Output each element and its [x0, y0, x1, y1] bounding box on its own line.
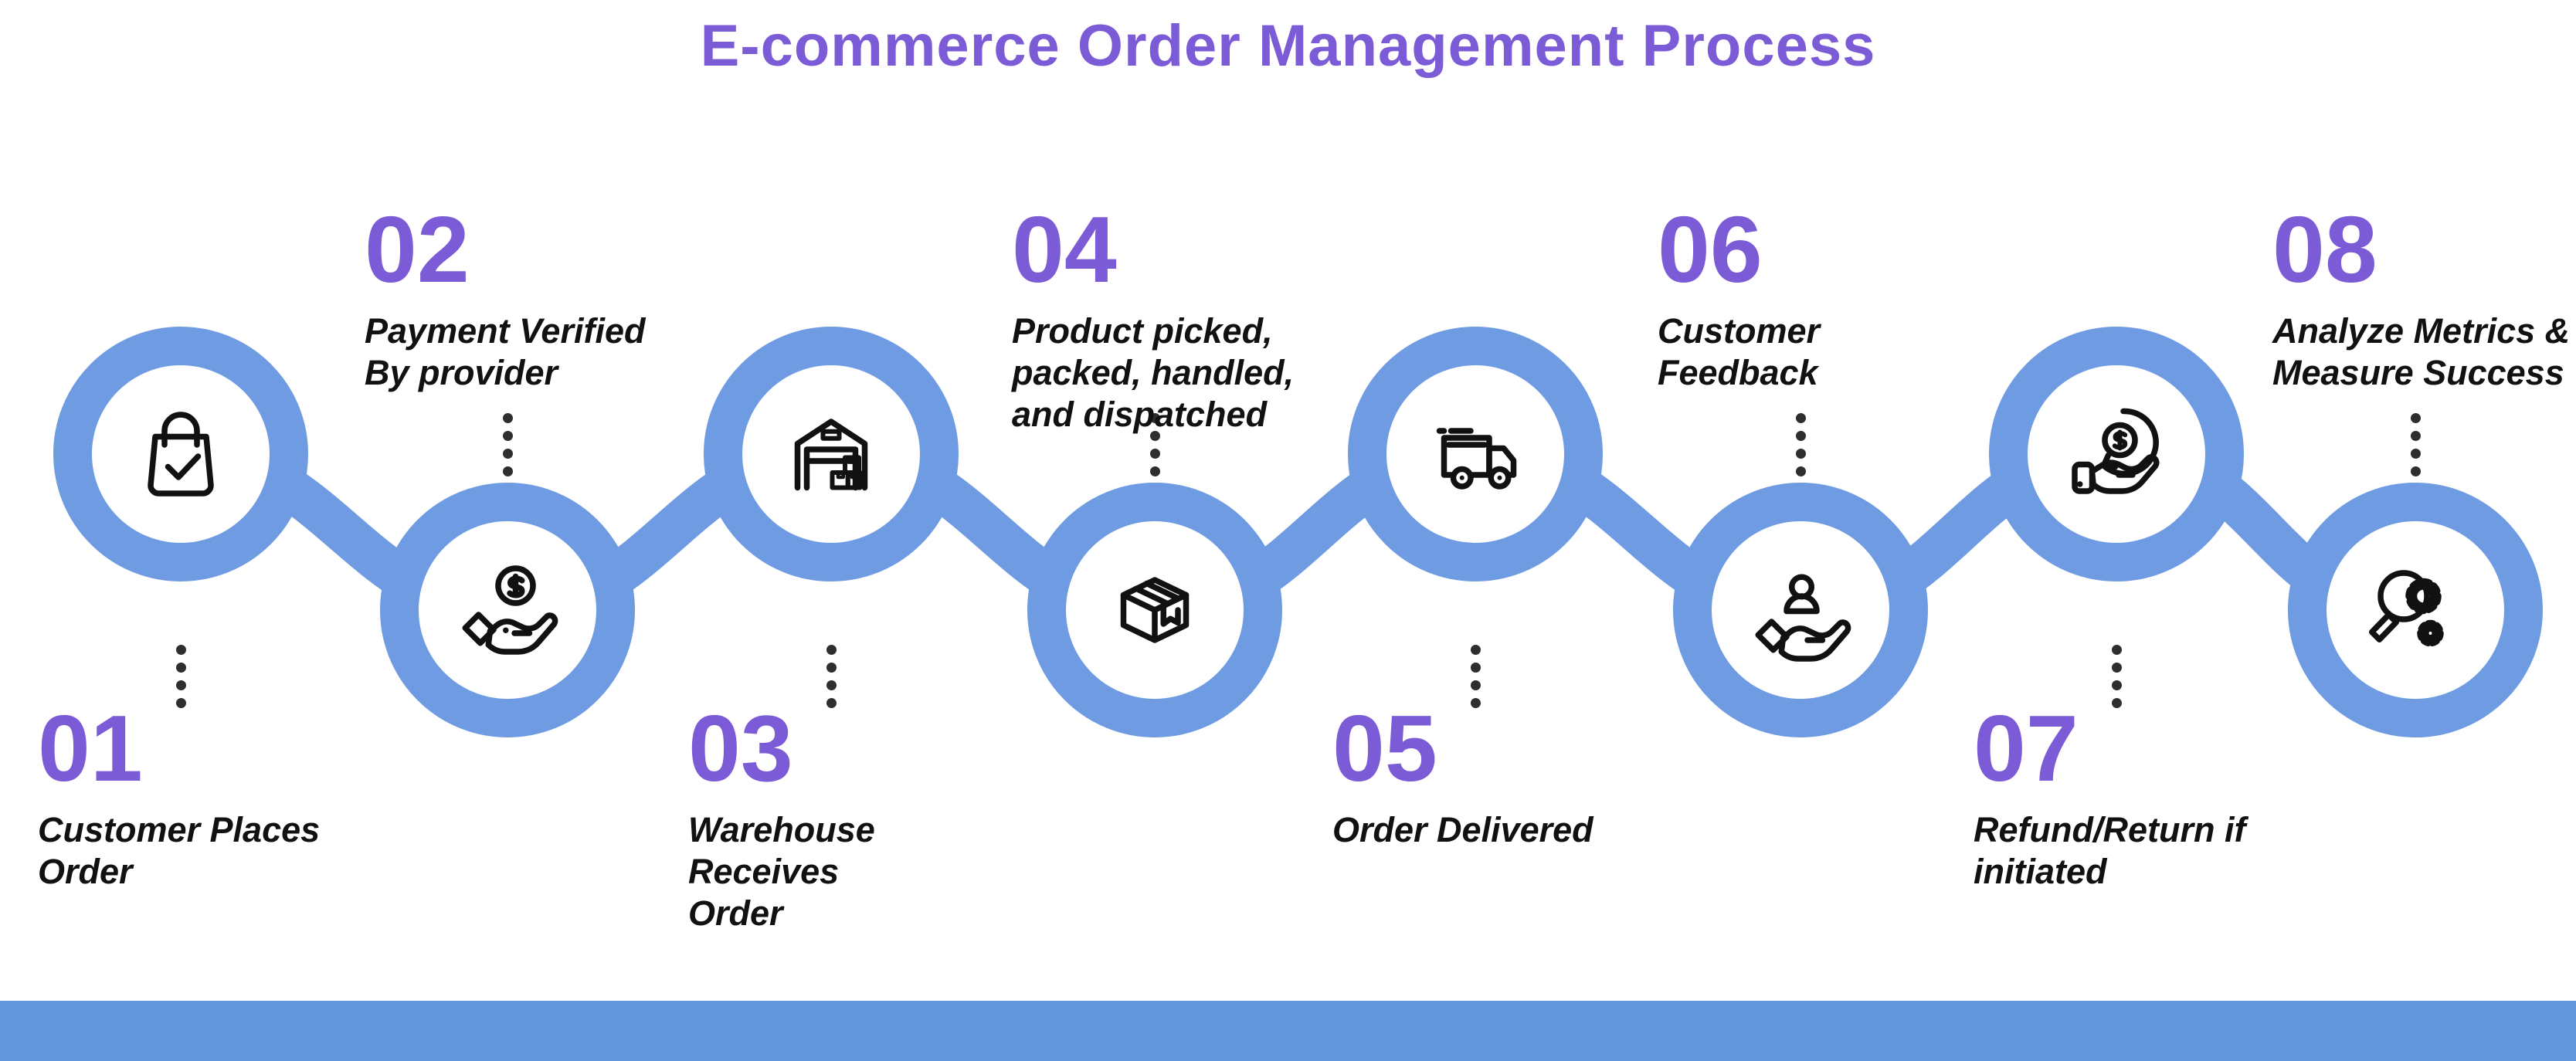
step-label: Order Delivered	[1332, 810, 1593, 849]
step-2: 02 Payment Verified By provider	[365, 202, 689, 394]
step-number: 04	[1012, 197, 1117, 302]
step-label: Customer Places Order	[38, 810, 321, 891]
warehouse-icon	[794, 419, 868, 491]
delivery-truck-icon	[1436, 428, 1517, 490]
refund-hand-icon	[2072, 408, 2160, 494]
dotted-connector	[826, 645, 837, 708]
step-number: 01	[38, 696, 143, 801]
step-label: Payment Verified By provider	[365, 311, 646, 392]
step-ring	[704, 327, 959, 581]
step-label: Warehouse Receives Order	[688, 810, 875, 933]
step-6: 06 Customer Feedback	[1658, 202, 1982, 394]
dotted-connector	[175, 645, 186, 708]
step-ring	[53, 327, 308, 581]
step-label: Customer Feedback	[1658, 311, 1821, 392]
dotted-connector	[502, 413, 513, 476]
dotted-connector	[1470, 645, 1481, 708]
dotted-connector	[2410, 413, 2421, 476]
step-label: Product picked, packed, handled, and dis…	[1012, 311, 1295, 434]
hand-person-icon	[1755, 574, 1851, 662]
step-4: 04 Product picked, packed, handled, and …	[1012, 202, 1336, 436]
step-label: Analyze Metrics & Measure Success	[2272, 311, 2571, 392]
package-box-icon	[1120, 577, 1190, 643]
step-number: 02	[365, 197, 470, 302]
step-5: 05 Order Delivered	[1332, 701, 1657, 851]
dotted-connector	[1795, 413, 1806, 476]
hand-coin-icon	[462, 565, 558, 655]
step-7: 07 Refund/Return if initiated	[1974, 701, 2298, 893]
step-number: 06	[1658, 197, 1763, 302]
step-ring	[1348, 327, 1603, 581]
step-number: 07	[1974, 696, 2079, 801]
magnifier-gears-icon	[2369, 570, 2444, 647]
step-3: 03 Warehouse Receives Order	[688, 701, 1013, 934]
dotted-connector	[1149, 413, 1160, 476]
shopping-bag-check-icon	[148, 412, 214, 497]
step-label: Refund/Return if initiated	[1974, 810, 2246, 891]
bottom-accent-bar	[0, 1001, 2576, 1061]
page-title: E-commerce Order Management Process	[700, 13, 1876, 79]
step-number: 03	[688, 696, 793, 801]
step-8: 08 Analyze Metrics & Measure Success	[2272, 202, 2574, 394]
step-number: 05	[1332, 696, 1437, 801]
step-ring	[380, 483, 635, 737]
step-number: 08	[2272, 197, 2377, 302]
step-1: 01 Customer Places Order	[38, 701, 362, 893]
dotted-connector	[2111, 645, 2122, 708]
